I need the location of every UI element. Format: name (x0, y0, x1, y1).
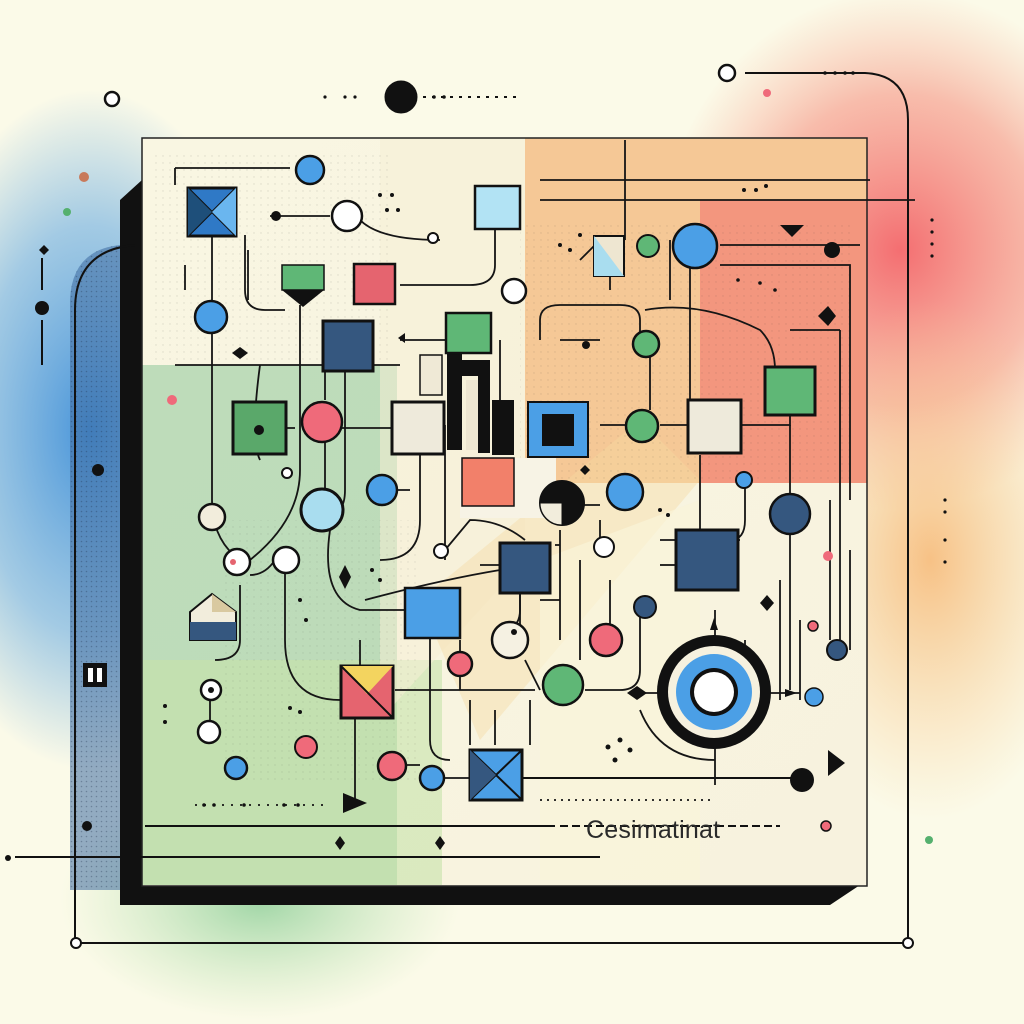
black-triangle-down (282, 290, 324, 307)
blue-square-center (403, 586, 462, 640)
pink-envelope-square (339, 664, 395, 720)
small-marks (39, 225, 845, 850)
blue-circle-big (671, 222, 719, 270)
navy-circle-right (768, 492, 812, 536)
green-circle-bottom (541, 663, 585, 707)
blue-envelope-bottom (468, 748, 524, 802)
sky-circle-center (299, 487, 345, 533)
square-nodes (83, 184, 817, 802)
circle-nodes (5, 63, 933, 949)
blue-circle-left (193, 299, 229, 335)
sky-square (473, 184, 522, 231)
diagram-caption: Cesimatinat (586, 816, 721, 844)
salmon-square (461, 457, 515, 507)
green-square-top (281, 264, 325, 291)
split-square-top-right (593, 235, 625, 277)
target-ring-icon (627, 618, 797, 749)
navy-square-right (674, 528, 740, 592)
cream-square-right (686, 398, 743, 455)
scattered-dots (163, 71, 947, 807)
black-dot-top (384, 80, 418, 114)
blue-envelope-square (186, 186, 238, 238)
cream-square-left (390, 400, 446, 456)
pink-square-top (352, 262, 397, 306)
blue-frame-square (527, 401, 589, 458)
blue-circle-top (294, 154, 326, 186)
pink-circle-center-left (300, 400, 344, 444)
house-shape (189, 592, 237, 641)
green-square-right (763, 365, 817, 417)
outer-frame (15, 72, 909, 944)
navy-square (321, 319, 375, 373)
green-square-center (444, 311, 493, 355)
pause-icon (83, 663, 107, 687)
navy-square-center (498, 541, 552, 595)
